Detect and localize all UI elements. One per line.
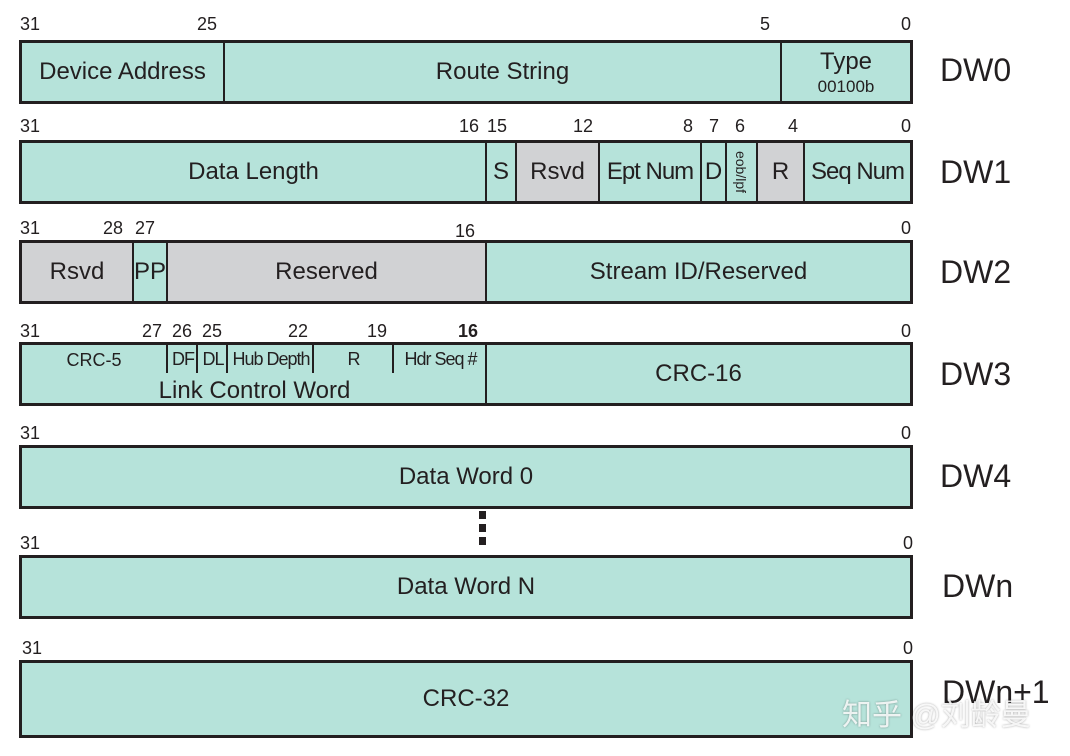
bit-label: 31 [20,218,41,238]
bit-label: 0 [901,116,912,136]
dwn1-row: CRC-32 [19,660,913,738]
bit-label: 7 [709,116,720,136]
bit-label: 16 [455,221,476,241]
bit-label: 15 [487,116,508,136]
dw-label: DW3 [940,356,1012,392]
dw1-row: Data Length S Rsvd Ept Num D eob/lpf R S… [19,140,913,204]
bit-label: 31 [20,321,41,341]
dw4-row: Data Word 0 [19,445,913,509]
bit-label: 31 [20,116,41,136]
link-control-word-field: CRC-5 DF DL Hub Depth R Hdr Seq # Link C… [22,345,485,403]
bit-label: 25 [197,14,218,34]
crc5-field: CRC-5 [66,349,122,370]
data-word-n-field: Data Word N [396,573,536,600]
seq-num-field: Seq Num [803,143,910,201]
r-field: R [312,345,394,373]
bit-label: 0 [901,14,912,34]
hdr-seq-field: Hdr Seq # [392,345,485,373]
bit-label: 31 [20,423,41,443]
d-field: D [700,143,725,201]
bit-label: 0 [903,533,914,553]
bit-label: 12 [573,116,594,136]
bit-label: 0 [901,423,912,443]
dw0-row: Device Address Route String Type 00100b [19,40,913,104]
rsvd-field: Rsvd [22,243,132,301]
bit-label: 31 [20,533,41,553]
pp-field: PP [132,243,166,301]
bit-label: 16 [459,116,480,136]
bit-label: 6 [735,116,746,136]
s-field: S [485,143,515,201]
dw3-row: CRC-5 DF DL Hub Depth R Hdr Seq # Link C… [19,342,913,406]
dw-label: DWn+1 [942,674,1050,710]
eob-lpf-field: eob/lpf [725,143,756,201]
watermark: 知乎 @刘龄曼 [842,699,1031,732]
bit-label: 27 [135,218,156,238]
type-value: 00100b [817,76,875,96]
r-field: R [756,143,803,201]
data-word-0-field: Data Word 0 [398,463,534,490]
bit-label: 25 [202,321,223,341]
dw-label: DW1 [940,154,1012,190]
ept-num-field: Ept Num [598,143,700,201]
stream-id-field: Stream ID/Reserved [485,243,910,301]
dwn-row: Data Word N [19,555,913,619]
link-control-word-label: Link Control Word [158,377,351,403]
eob-lpf-label: eob/lpf [733,150,750,194]
rsvd-field: Rsvd [515,143,598,201]
bit-label: 19 [367,321,388,341]
bit-label: 8 [683,116,694,136]
dl-field: DL [196,345,228,373]
bit-label: 4 [788,116,799,136]
dw-label: DWn [942,568,1014,604]
dw-label: DW0 [940,52,1012,88]
bit-label: 16 [458,321,479,341]
device-address-field: Device Address [39,58,206,85]
bit-label: 27 [142,321,163,341]
df-field: DF [166,345,198,373]
bit-label: 5 [760,14,771,34]
bit-label: 22 [288,321,309,341]
crc16-field: CRC-16 [485,345,910,403]
route-string-field: Route String [223,43,780,101]
dw2-row: Rsvd PP Reserved Stream ID/Reserved [19,240,913,304]
type-label: Type [819,47,873,75]
continuation-dots [479,511,486,550]
reserved-field: Reserved [166,243,485,301]
dw-label: DW2 [940,254,1012,290]
type-field: Type 00100b [780,43,910,101]
bit-label: 0 [901,218,912,238]
dw-label: DW4 [940,458,1012,494]
hub-depth-field: Hub Depth [226,345,314,373]
bit-label: 31 [22,638,43,658]
data-length-field: Data Length [188,158,319,185]
bit-label: 28 [103,218,124,238]
bit-label: 31 [20,14,41,34]
crc32-field: CRC-32 [422,685,510,712]
bit-label: 0 [901,321,912,341]
bit-label: 0 [903,638,914,658]
bit-label: 26 [172,321,193,341]
